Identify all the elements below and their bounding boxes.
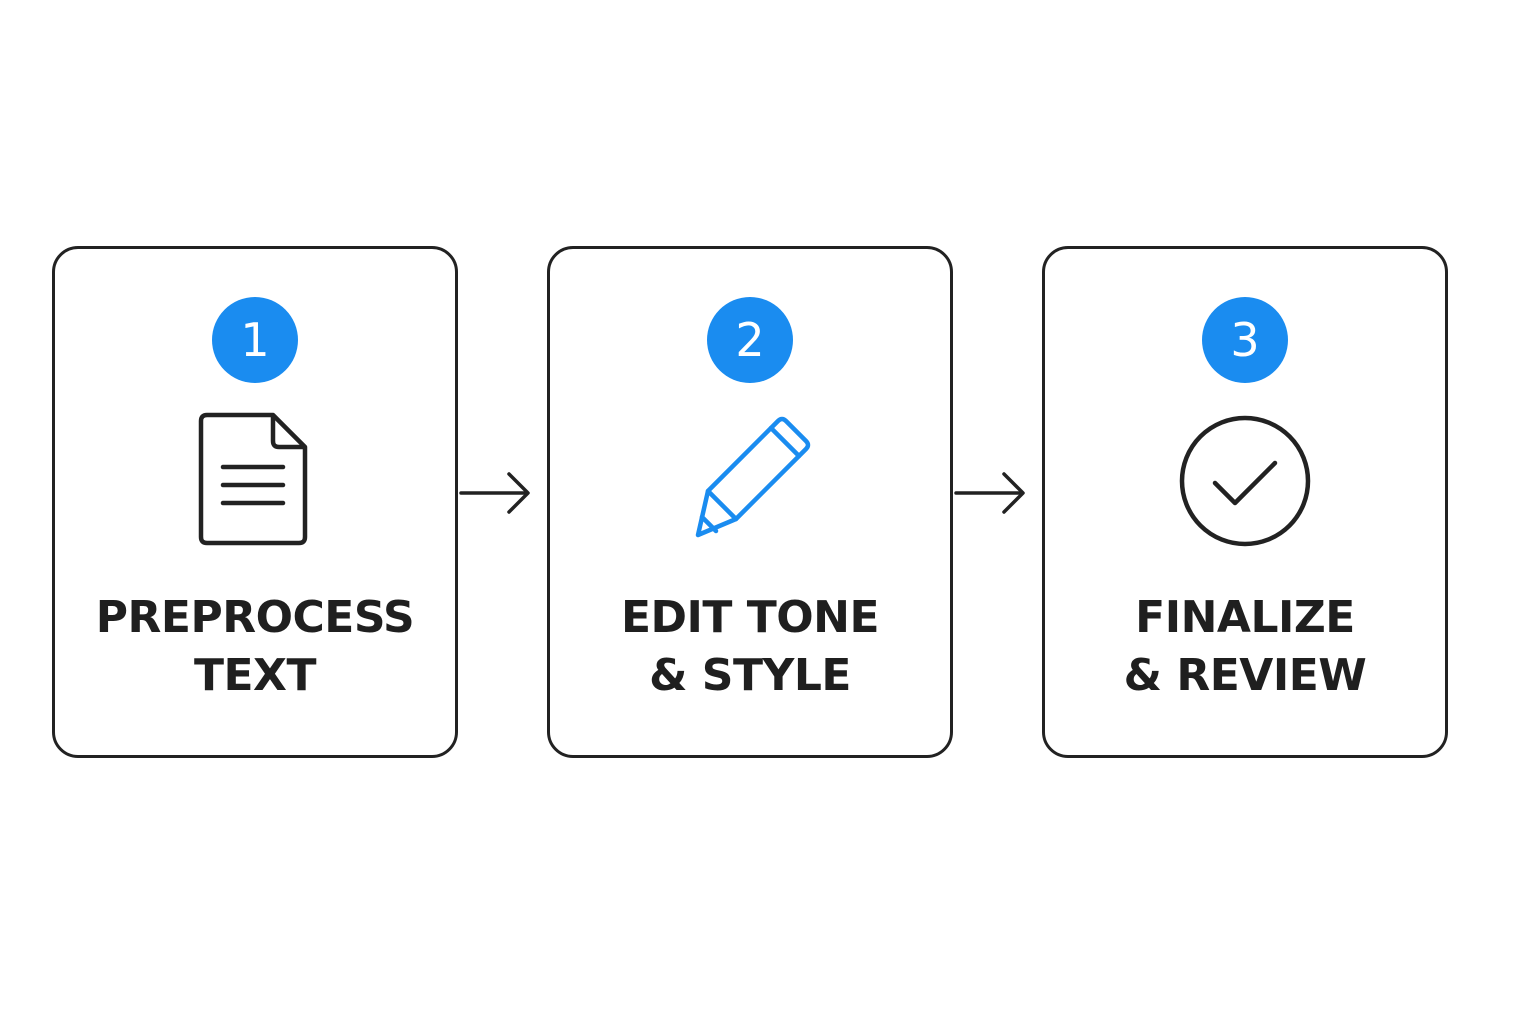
document-icon	[185, 409, 325, 549]
step-number-badge: 2	[707, 297, 793, 383]
pencil-icon	[680, 409, 820, 549]
step-number-badge: 1	[212, 297, 298, 383]
step-card-preprocess: 1 PREPROCESS TEXT	[52, 246, 458, 758]
step-title-line: TEXT	[193, 650, 317, 701]
step-number-badge: 3	[1202, 297, 1288, 383]
step-card-edit-tone: 2 EDIT TONE & STYLE	[547, 246, 953, 758]
step-title: EDIT TONE & STYLE	[560, 589, 940, 705]
arrow-right-icon	[459, 470, 533, 516]
step-title-line: & STYLE	[649, 650, 851, 701]
step-title: PREPROCESS TEXT	[65, 589, 445, 705]
step-title-line: EDIT TONE	[620, 592, 880, 643]
check-circle-icon	[1175, 409, 1315, 549]
arrow-right-icon	[954, 470, 1028, 516]
step-title-line: PREPROCESS	[95, 592, 415, 643]
step-title-line: FINALIZE	[1135, 592, 1355, 643]
step-title-line: & REVIEW	[1123, 650, 1367, 701]
step-title: FINALIZE & REVIEW	[1055, 589, 1435, 705]
step-card-finalize: 3 FINALIZE & REVIEW	[1042, 246, 1448, 758]
